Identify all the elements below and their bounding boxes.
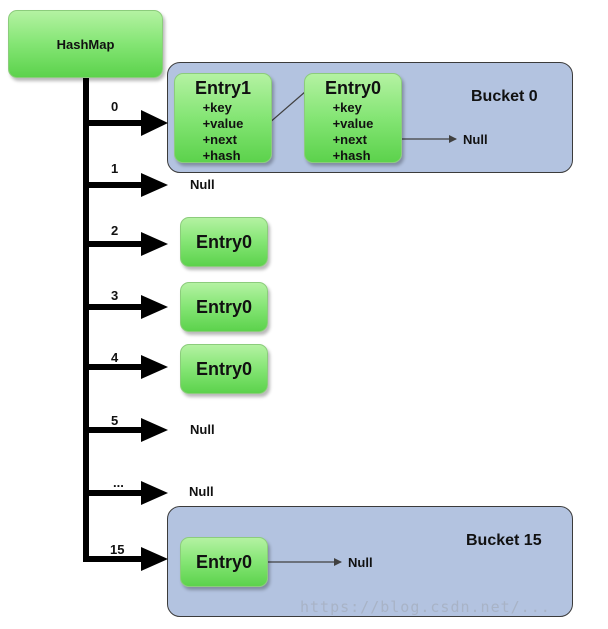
watermark-text: https://blog.csdn.net/... (300, 598, 551, 616)
slot-4-entry-node: Entry0 (180, 344, 268, 394)
slot-2-entry-node: Entry0 (180, 217, 268, 267)
entry-field-list: +key +value +next +hash (203, 100, 244, 164)
slot-1-arrowhead (141, 173, 168, 197)
entry-field-next: +next (332, 132, 367, 147)
entry-title: Entry0 (195, 296, 253, 317)
index-label-15: 15 (110, 542, 125, 557)
index-label-ellipsis: ... (113, 475, 124, 490)
slot-ellipsis-arrowhead (141, 481, 168, 505)
bucket0-entry1-node: Entry1 +key +value +next +hash (174, 73, 272, 163)
slot-4-arrowhead (141, 355, 168, 379)
slot-3-entry-node: Entry0 (180, 282, 268, 332)
slot-0-arrowhead (141, 110, 168, 136)
bucket15-entry-node: Entry0 (180, 537, 268, 587)
hashmap-node: HashMap (8, 10, 163, 78)
entry-title: Entry1 (194, 78, 252, 98)
index-label-1: 1 (111, 161, 119, 176)
slot-2-arrowhead (141, 232, 168, 256)
entry-field-next: +next (202, 132, 237, 147)
slot-1-null-label: Null (190, 177, 215, 192)
slot-5-null-label: Null (190, 422, 215, 437)
bucket15-null-label: Null (348, 555, 373, 570)
bucket0-null-label: Null (463, 132, 488, 147)
entry-title: Entry0 (195, 551, 253, 572)
slot-5-arrowhead (141, 418, 168, 442)
entry-title: Entry0 (195, 358, 253, 379)
index-label-2: 2 (111, 223, 119, 238)
entry-field-key: +key (202, 100, 232, 115)
entry-field-key: +key (332, 100, 362, 115)
entry-field-hash: +hash (202, 148, 241, 163)
hashmap-label: HashMap (56, 36, 115, 52)
index-label-3: 3 (111, 288, 119, 303)
entry-field-list: +key +value +next +hash (333, 100, 374, 164)
entry-field-hash: +hash (332, 148, 371, 163)
entry-field-value: +value (202, 116, 244, 131)
bucket-0-label: Bucket 0 (471, 88, 538, 105)
entry-title: Entry0 (324, 78, 382, 98)
bucket-15-label: Bucket 15 (466, 532, 542, 549)
slot-ellipsis-null-label: Null (189, 484, 214, 499)
index-label-0: 0 (111, 99, 119, 114)
slot-3-arrowhead (141, 295, 168, 319)
slot-15-arrowhead (141, 547, 168, 571)
entry-field-value: +value (332, 116, 374, 131)
entry-title: Entry0 (195, 231, 253, 252)
index-label-4: 4 (111, 350, 119, 365)
bucket0-entry0-node: Entry0 +key +value +next +hash (304, 73, 402, 163)
index-label-5: 5 (111, 413, 119, 428)
